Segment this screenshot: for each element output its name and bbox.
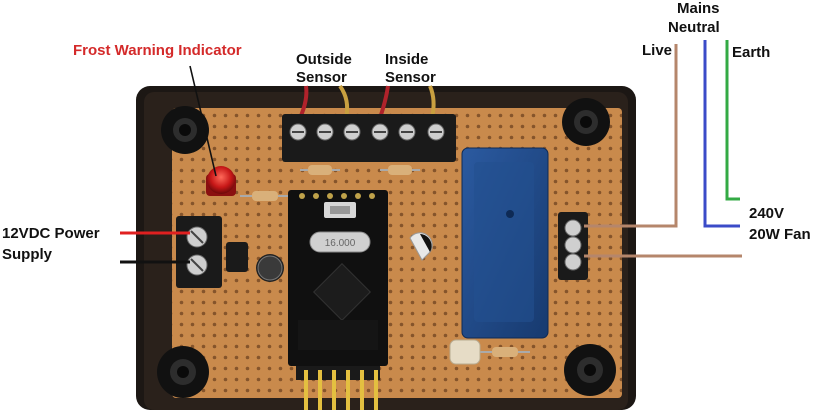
fan-line2: 20W Fan bbox=[749, 226, 811, 243]
fan-label: 240V 20W Fan bbox=[749, 205, 811, 244]
fan-terminal-block bbox=[558, 212, 588, 280]
earth-wire bbox=[725, 40, 740, 201]
relay bbox=[461, 147, 549, 339]
crystal-marking: 16.000 bbox=[325, 238, 356, 249]
capacitor bbox=[256, 254, 284, 282]
inside-sensor-line1: Inside bbox=[385, 51, 429, 68]
fan-line1: 240V bbox=[749, 205, 785, 222]
mains-wires bbox=[584, 40, 742, 258]
inside-sensor-label: Inside Sensor bbox=[385, 51, 436, 87]
inside-sensor-line2: Sensor bbox=[385, 69, 436, 86]
power-line2: Supply bbox=[2, 246, 53, 263]
power-supply-wires bbox=[120, 231, 190, 264]
microcontroller-board: 16.000 bbox=[288, 190, 388, 366]
transistor bbox=[409, 232, 433, 261]
mounting-posts bbox=[157, 98, 616, 398]
power-terminal-block bbox=[176, 216, 222, 288]
frost-indicator-pointer bbox=[189, 65, 217, 177]
outside-sensor-line2: Sensor bbox=[296, 69, 347, 86]
mains-label: Mains bbox=[677, 0, 720, 17]
live-wire bbox=[584, 44, 678, 228]
sensor-terminal-block bbox=[282, 114, 456, 162]
header-pins bbox=[296, 366, 380, 410]
power-line1: 12VDC Power bbox=[2, 225, 100, 242]
power-supply-label: 12VDC Power Supply bbox=[2, 225, 100, 264]
regulator bbox=[226, 242, 248, 272]
live-label: Live bbox=[642, 42, 673, 59]
resistors bbox=[240, 165, 530, 357]
frost-warning-label: Frost Warning Indicator bbox=[73, 42, 242, 59]
status-led bbox=[449, 339, 481, 365]
frost-led bbox=[206, 166, 236, 196]
neutral-label: Neutral bbox=[668, 19, 720, 36]
earth-label: Earth bbox=[732, 44, 771, 61]
outside-sensor-label: Outside Sensor bbox=[296, 51, 356, 87]
outside-sensor-line1: Outside bbox=[296, 51, 352, 68]
neutral-wire bbox=[703, 40, 740, 228]
